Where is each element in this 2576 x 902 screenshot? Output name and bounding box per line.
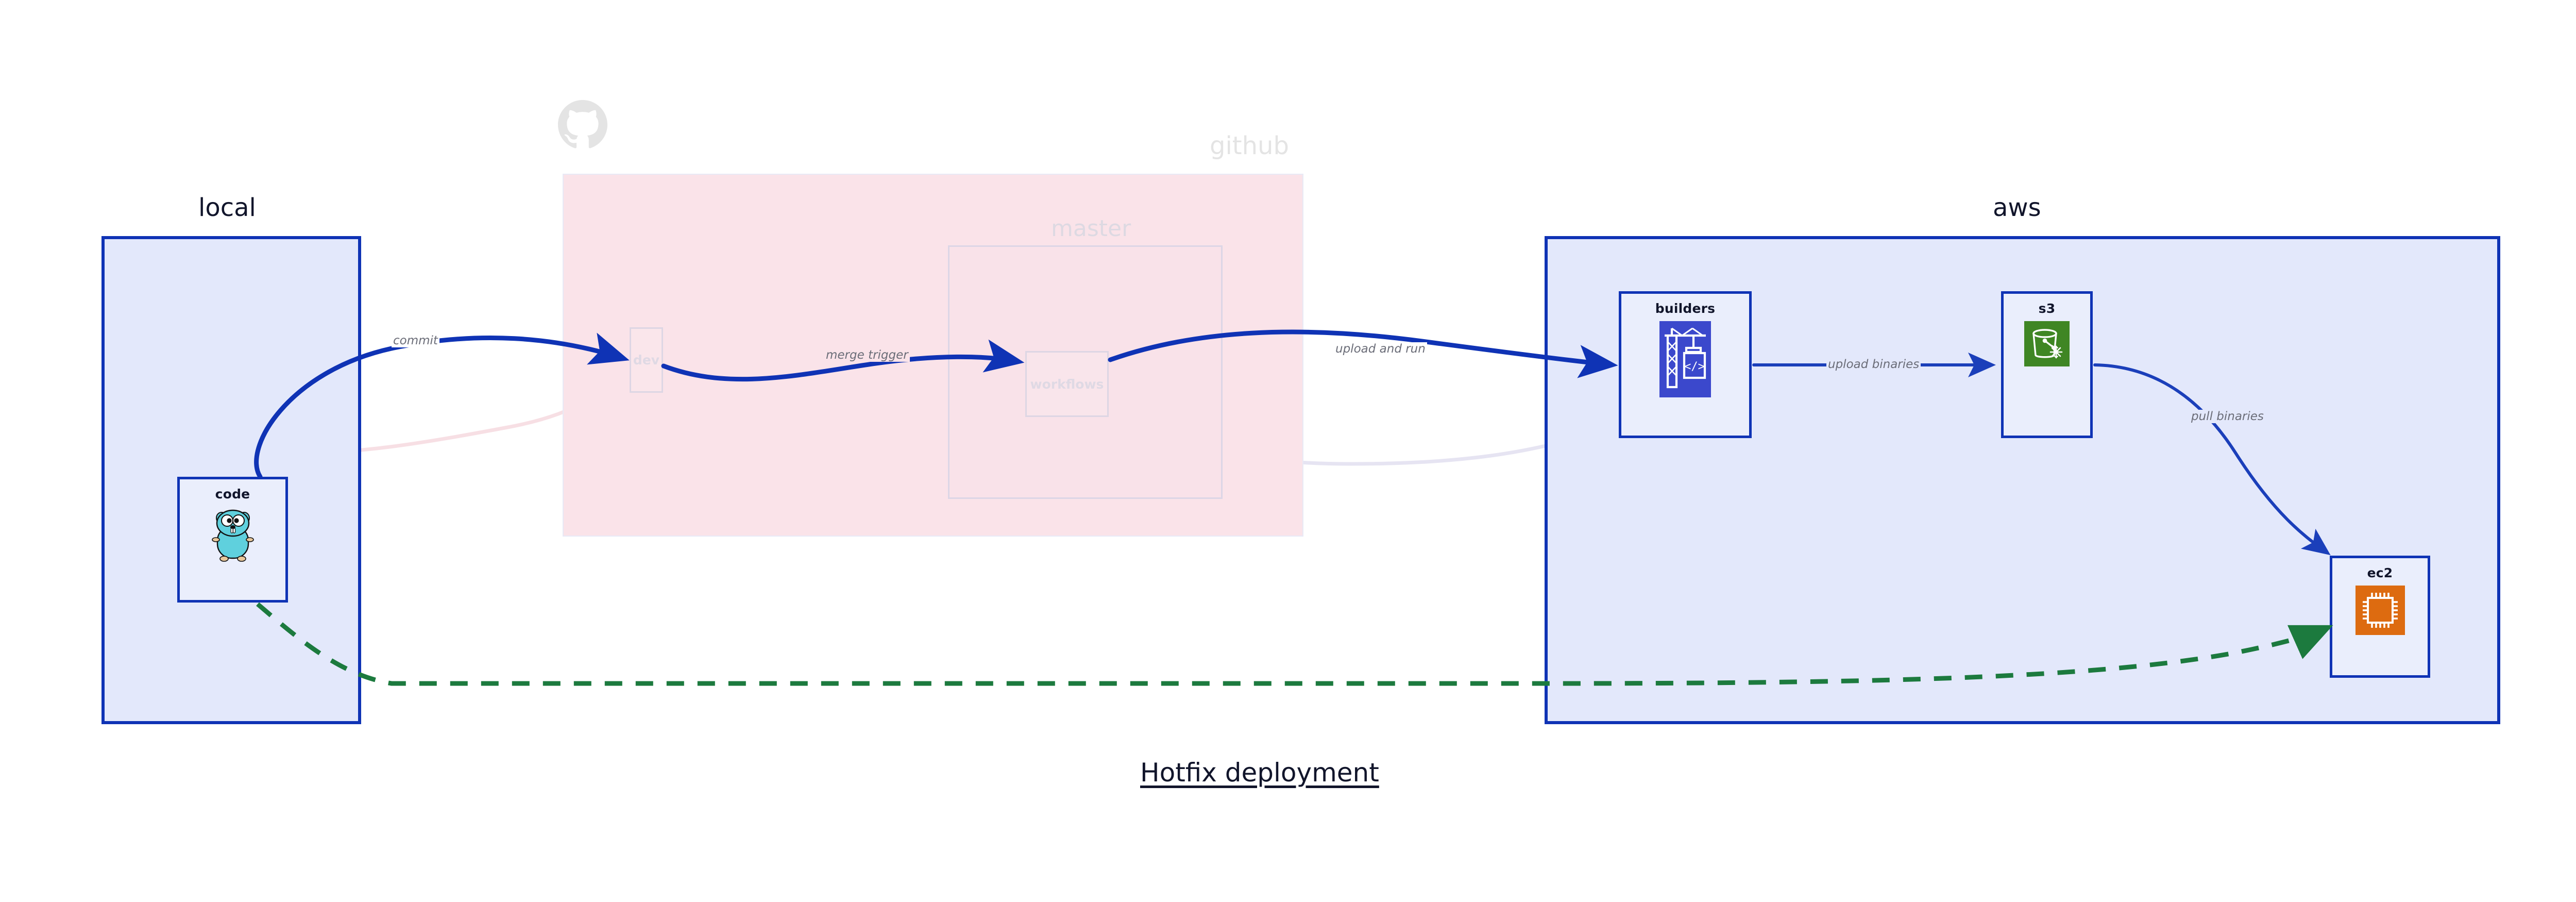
node-label-builders: builders	[1655, 301, 1716, 316]
node-builders[interactable]: builders </>	[1619, 291, 1752, 438]
node-dev[interactable]: dev	[630, 327, 663, 393]
group-label-github: github	[1210, 131, 1289, 160]
edge-label-merge-trigger: merge trigger	[824, 348, 910, 362]
edge-upload-and-run	[1108, 329, 1618, 378]
s3-bucket-icon	[2024, 321, 2070, 369]
go-gopher-icon	[208, 507, 258, 565]
node-label-s3: s3	[2038, 301, 2056, 316]
group-label-local: local	[198, 193, 256, 222]
node-workflows[interactable]: workflows	[1025, 351, 1109, 417]
group-label-master: master	[1051, 215, 1131, 242]
edge-pull-binaries	[2093, 363, 2331, 556]
group-github	[563, 174, 1303, 537]
node-ec2[interactable]: ec2	[2330, 556, 2430, 678]
node-label-workflows: workflows	[1030, 376, 1104, 392]
svg-text:</>: </>	[1684, 360, 1705, 373]
edge-label-upload-binaries: upload binaries	[1826, 358, 1921, 371]
edge-label-commit: commit	[392, 334, 439, 347]
page-title: Hotfix deployment	[1140, 758, 1379, 788]
edge-label-upload-and-run: upload and run	[1334, 342, 1427, 356]
github-octocat-icon	[558, 100, 607, 148]
edge-deploy-direct	[256, 602, 2333, 686]
edge-commit	[254, 332, 630, 479]
edge-merge-trigger	[661, 339, 1025, 382]
node-s3[interactable]: s3	[2001, 291, 2093, 438]
codebuild-icon: </>	[1659, 321, 1711, 399]
node-label-code: code	[215, 487, 250, 502]
node-label-ec2: ec2	[2367, 565, 2393, 580]
node-label-dev: dev	[633, 353, 660, 368]
edge-label-pull-binaries: pull binaries	[2190, 410, 2265, 423]
group-label-aws: aws	[1993, 193, 2041, 222]
node-code[interactable]: code	[177, 477, 288, 603]
cpu-chip-icon	[2355, 586, 2405, 637]
